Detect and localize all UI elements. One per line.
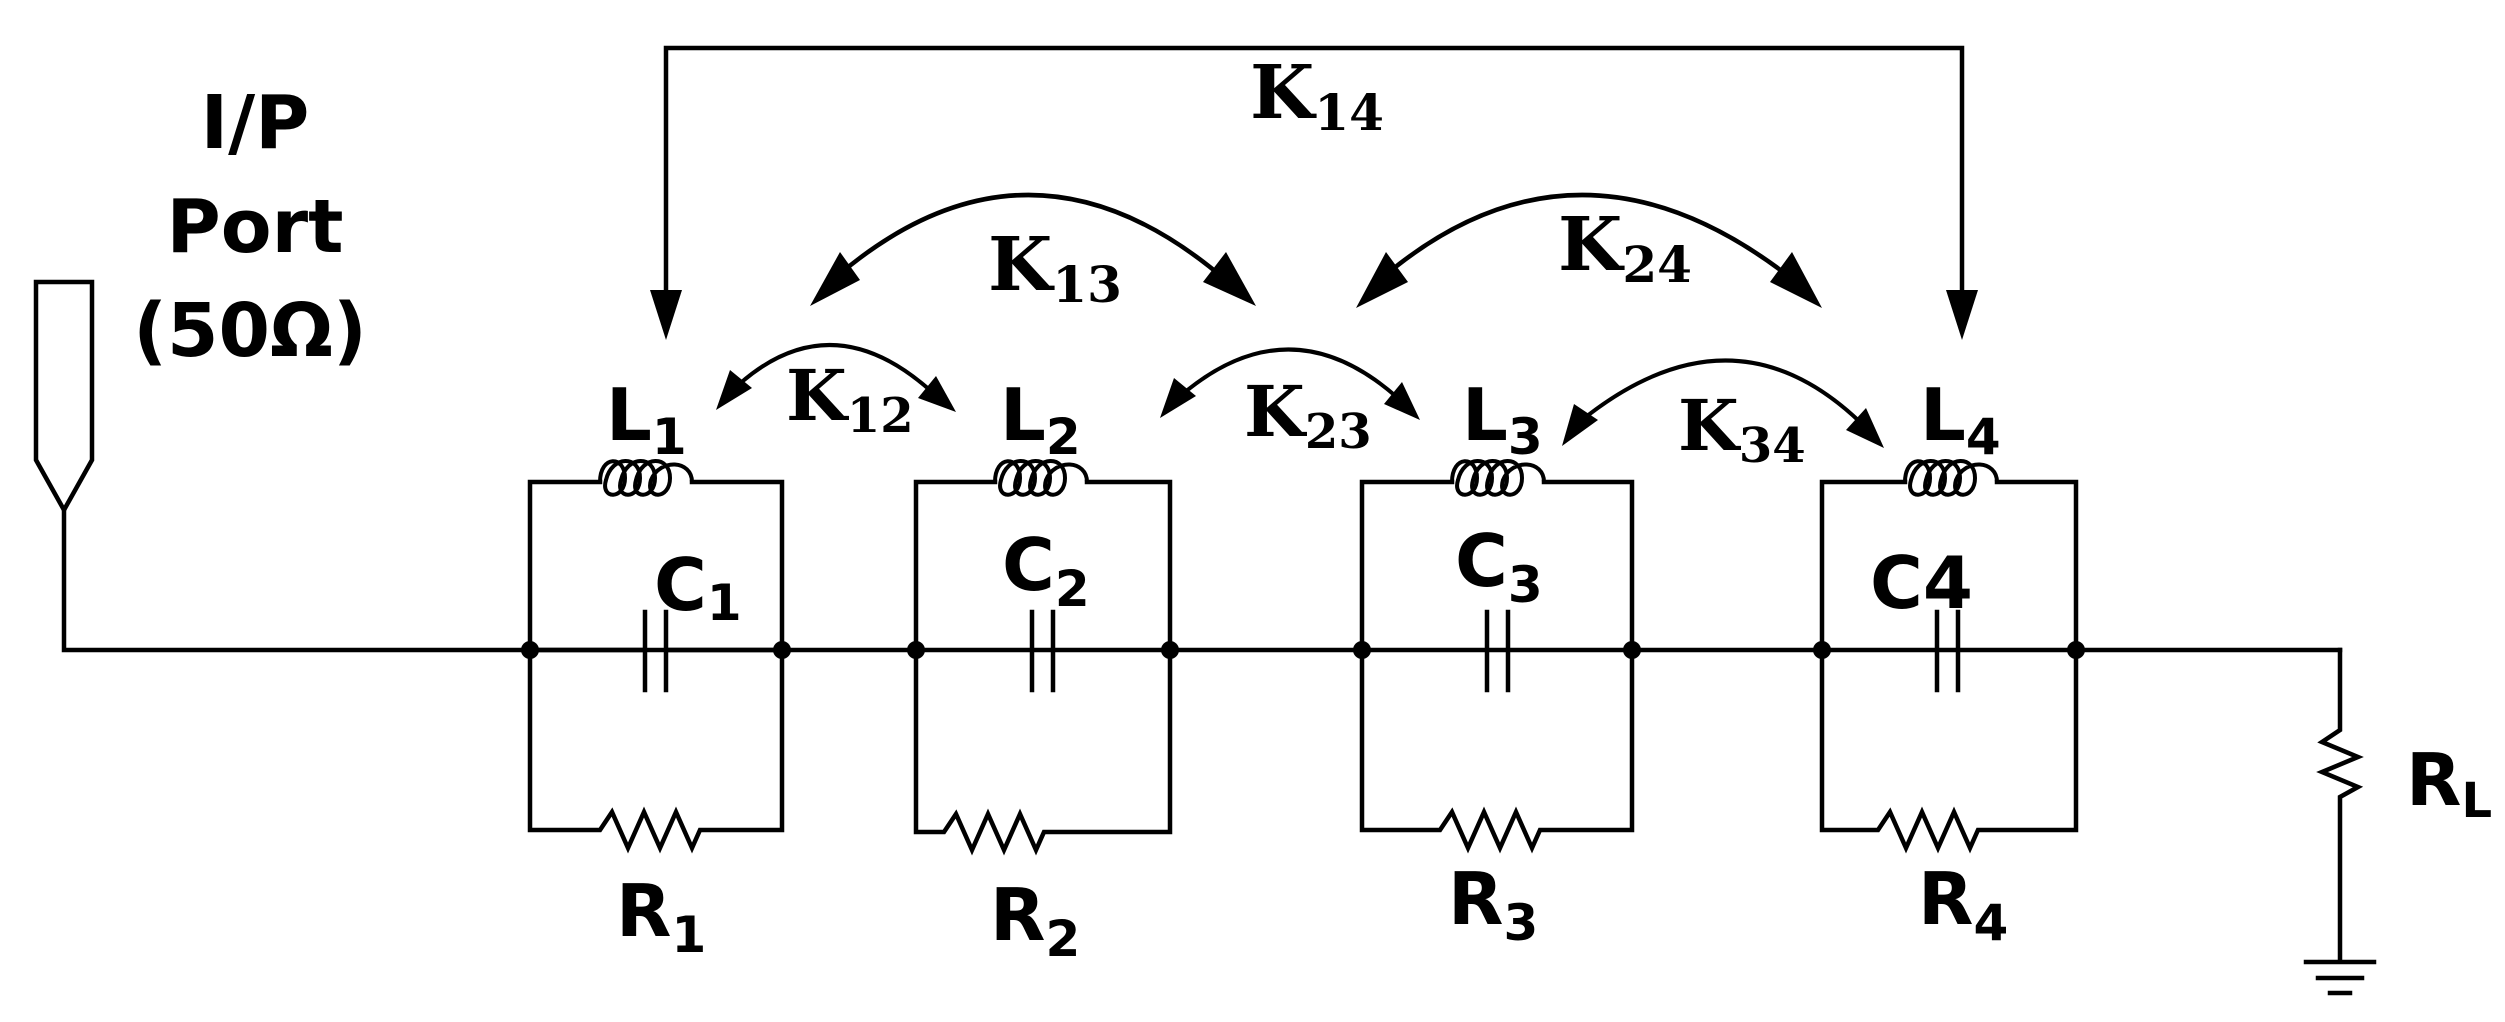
ground-icon: [2303, 959, 2377, 996]
node-dot: [1353, 641, 1371, 659]
resonator-2: L2 C2 R2: [907, 373, 1179, 968]
coupling-k12-arc: [733, 343, 934, 394]
resonator-1-right-frame: [689, 479, 785, 653]
resistor-2-icon: [913, 647, 1173, 856]
resistor-4-label: R4: [1918, 857, 2008, 952]
resonator-2-right-frame: [1084, 479, 1173, 653]
coupling-k13-arc: [831, 192, 1232, 286]
coupling-k34-arc: [1580, 358, 1862, 424]
inductor-1-label: L1: [606, 373, 687, 466]
node-dot: [1623, 641, 1641, 659]
resonator-1-left-frame: [527, 479, 603, 653]
inductor-4-label: L4: [1920, 373, 2001, 466]
coupling-k13-label: K13: [988, 222, 1122, 314]
resistor-4-icon: [1819, 647, 2079, 854]
inductor-2-label: L2: [1000, 373, 1081, 466]
capacitor-1-label: C1: [654, 543, 742, 632]
capacitor-3-label: C3: [1455, 519, 1543, 614]
node-dot: [521, 641, 539, 659]
input-port-label-line1: I/P: [201, 80, 310, 166]
coupling-k24-arc: [1378, 192, 1800, 286]
load-label: RL: [2406, 738, 2492, 829]
resonator-3-right-frame: [1541, 479, 1635, 653]
node-dot: [907, 641, 925, 659]
resonator-1: L1 C1 R1: [521, 373, 791, 964]
resonator-4-right-frame: [1994, 479, 2079, 653]
coupling-k14-label: K14: [1250, 50, 1384, 142]
resistor-1-label: R1: [616, 869, 706, 964]
capacitor-4-label: C4: [1870, 541, 1973, 625]
node-dot: [2067, 641, 2085, 659]
resistor-3-label: R3: [1448, 857, 1538, 952]
input-port-label-line3: (50Ω): [133, 288, 367, 374]
capacitor-2-label: C2: [1002, 523, 1090, 618]
input-port-symbol: [33, 279, 95, 515]
coupling-k14-arrowhead-right: [1946, 290, 1978, 340]
coupling-k12-label: K12: [786, 354, 914, 444]
coupling-k24-arrowhead-left: [1356, 252, 1408, 308]
coupling-k23-arrowhead-right: [1384, 382, 1420, 420]
inductor-1-icon: [598, 459, 694, 497]
load-resistor: [2316, 647, 2364, 963]
inductor-4-icon: [1903, 459, 1999, 497]
coupling-k14-line: [663, 45, 1965, 333]
resonator-2-left-frame: [913, 479, 998, 653]
resonator-3-left-frame: [1359, 479, 1455, 653]
coupling-k23-label: K23: [1244, 370, 1372, 460]
coupling-k24-arrowhead-right: [1770, 252, 1822, 308]
coupling-k12-arrowhead-right: [918, 376, 956, 412]
coupling-k23-arc: [1176, 347, 1402, 402]
inductor-3-icon: [1450, 459, 1546, 497]
node-dot: [1813, 641, 1831, 659]
coupling-k24-label: K24: [1558, 202, 1692, 294]
resistor-1-icon: [527, 647, 785, 854]
inductor-3-label: L3: [1462, 373, 1543, 466]
input-port-label-line2: Port: [167, 184, 344, 270]
coupling-k13-arrowhead-right: [1203, 252, 1256, 306]
coupling-k23-arrowhead-left: [1160, 378, 1196, 418]
resonator-4-left-frame: [1819, 479, 1908, 653]
coupling-k34-arrowhead-right: [1846, 408, 1884, 448]
coupling-k12-arrowhead-left: [716, 370, 752, 410]
main-bus-wire: [61, 507, 2343, 653]
coupling-k34-arrowhead-left: [1562, 404, 1598, 446]
coupling-k13-arrowhead-left: [810, 252, 860, 306]
node-dot: [773, 641, 791, 659]
coupling-k14-arrowhead-left: [650, 290, 682, 340]
inductor-2-icon: [993, 459, 1089, 497]
coupling-k34-label: K34: [1678, 384, 1806, 474]
node-dot: [1161, 641, 1179, 659]
resonator-4: L4 C4 R4: [1813, 373, 2085, 952]
resonator-3: L3 C3 R3: [1353, 373, 1641, 952]
resistor-3-icon: [1359, 647, 1635, 854]
resistor-2-label: R2: [990, 873, 1080, 968]
